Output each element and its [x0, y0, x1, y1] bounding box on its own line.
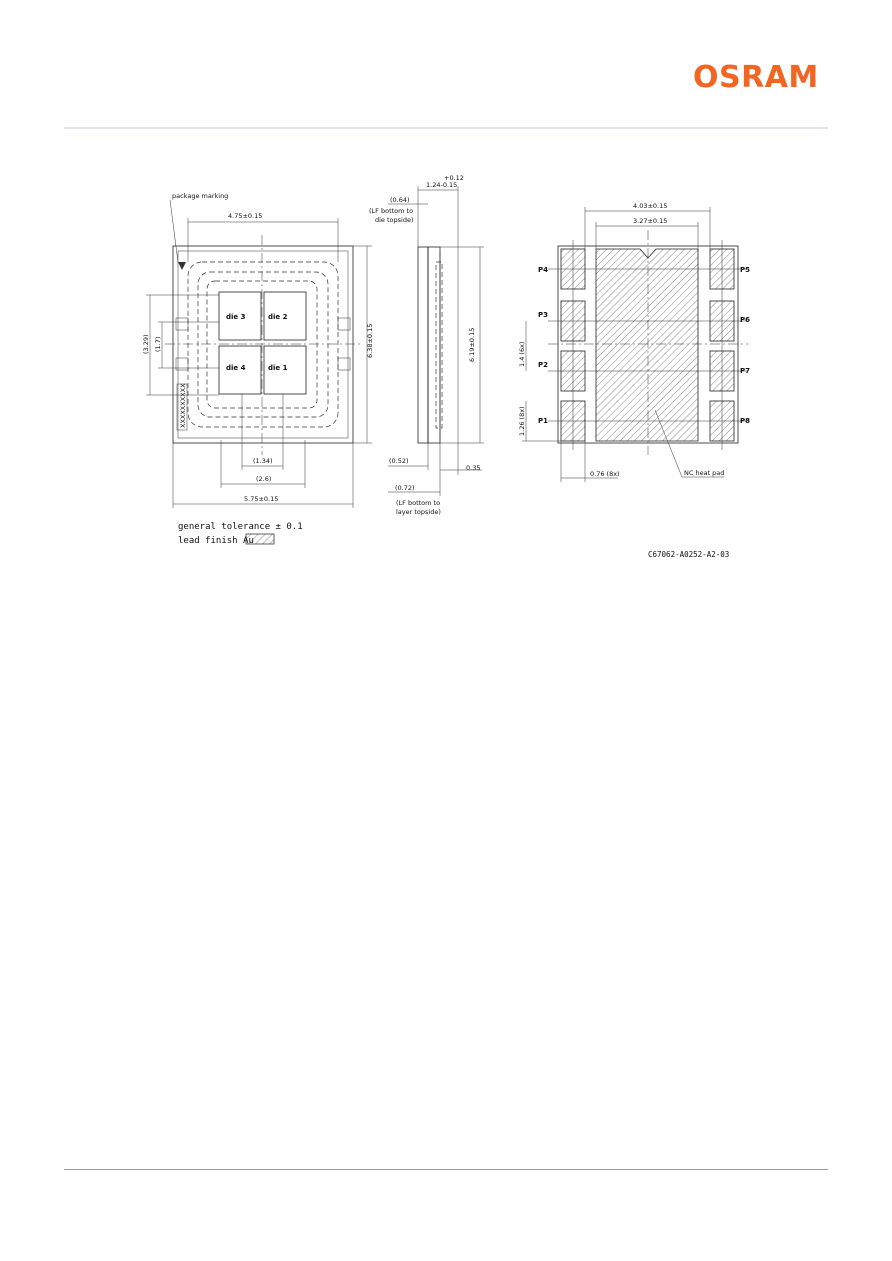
dim-left-bottom: (0.52): [389, 457, 409, 465]
leader-line: [654, 409, 683, 478]
pin-label-p5: P5: [740, 266, 750, 274]
die-area-outline: [206, 280, 318, 409]
package-body-outline: [172, 245, 354, 444]
dim-pad: 1.26 (8x): [518, 406, 526, 436]
side-tab: [337, 357, 351, 371]
pin-label-p1: P1: [538, 417, 548, 425]
dim-right-bottom: 0.35: [466, 464, 480, 472]
heat-pad-label: NC heat pad: [684, 469, 724, 477]
dim-pad-width: 0.76 (8x): [590, 470, 620, 478]
pin-label-p3: P3: [538, 311, 548, 319]
dim-side-inner: (1.7): [154, 337, 162, 352]
dim-height-side: 6.19±0.15: [468, 328, 476, 362]
die-4: [218, 345, 262, 395]
side-tab: [337, 317, 351, 331]
dim-inner: 3.27±0.15: [633, 217, 667, 225]
dim-bottom-mid: (2.6): [256, 475, 271, 483]
die-3-label: die 3: [226, 313, 246, 321]
footer-divider: [64, 1169, 828, 1170]
side-layer: [427, 246, 441, 444]
orientation-mark-icon: [178, 262, 186, 270]
lead-frame-inner-outline: [197, 271, 329, 418]
dim-top-tolerance: +0.12: [444, 174, 464, 182]
side-tab: [175, 357, 189, 371]
legend: general tolerance ± 0.1 lead finish Au: [178, 522, 303, 546]
lead-frame-outline: [187, 261, 339, 428]
dim-pitch: 1.4 (6x): [518, 342, 526, 367]
side-tab: [175, 317, 189, 331]
dim-lf-top: (0.64): [390, 196, 410, 204]
note-lf-top-2: die topside): [375, 216, 414, 224]
die-4-label: die 4: [226, 364, 246, 372]
dim-width-top: 4.75±0.15: [228, 212, 262, 220]
dim-top-side: 1.24-0.15: [426, 181, 457, 189]
lead-finish-swatch: [245, 533, 275, 545]
pin-label-p6: P6: [740, 316, 750, 324]
dim-bottom-inner: (1.34): [253, 457, 273, 465]
side-body: [417, 246, 429, 444]
dim-outer: 4.03±0.15: [633, 202, 667, 210]
side-view: 1.24-0.15 +0.12 (0.64) (LF bottom to die…: [369, 174, 484, 516]
die-2-label: die 2: [268, 313, 288, 321]
dim-height: 6.38±0.15: [366, 324, 374, 358]
lead-finish-note: lead finish Au: [178, 536, 254, 546]
dim-lf-bottom: (0.72): [395, 484, 415, 492]
die-2: [263, 291, 307, 341]
note-lf-bottom-2: layer topside): [396, 508, 441, 516]
pin-label-p2: P2: [538, 361, 548, 369]
die-1-label: die 1: [268, 364, 288, 372]
leader-line: [169, 199, 179, 263]
top-view: die 3 die 2 die 4 die 1 XXXXXXXXXX packa…: [142, 192, 374, 508]
pin-label-p8: P8: [740, 417, 750, 425]
pin-label-p4: P4: [538, 266, 548, 274]
die-1: [263, 345, 307, 395]
dim-side-outer: (3.29): [142, 334, 150, 354]
osram-logo: OSRAM: [693, 60, 819, 95]
side-die-outline: [435, 261, 443, 429]
drawing-number: C67062-A0252-A2-03: [648, 550, 729, 559]
marking-text: XXXXXXXXXX: [179, 383, 187, 428]
package-marking-label: package marking: [172, 192, 228, 200]
package-inner-outline: [177, 250, 349, 439]
dim-width-bottom: 5.75±0.15: [244, 495, 278, 503]
bottom-view: P4 P3 P2 P1 P5 P6 P7 P8 4.03±0.15 3.27±0…: [518, 202, 750, 482]
header-divider: [64, 127, 828, 129]
note-lf-bottom: (LF bottom to: [396, 499, 440, 507]
pin-label-p7: P7: [740, 367, 750, 375]
heat-pad: [595, 248, 699, 442]
tolerance-note: general tolerance ± 0.1: [178, 522, 303, 532]
marking-strip: [176, 383, 188, 431]
note-lf-top: (LF bottom to: [369, 207, 413, 215]
die-3: [218, 291, 262, 341]
